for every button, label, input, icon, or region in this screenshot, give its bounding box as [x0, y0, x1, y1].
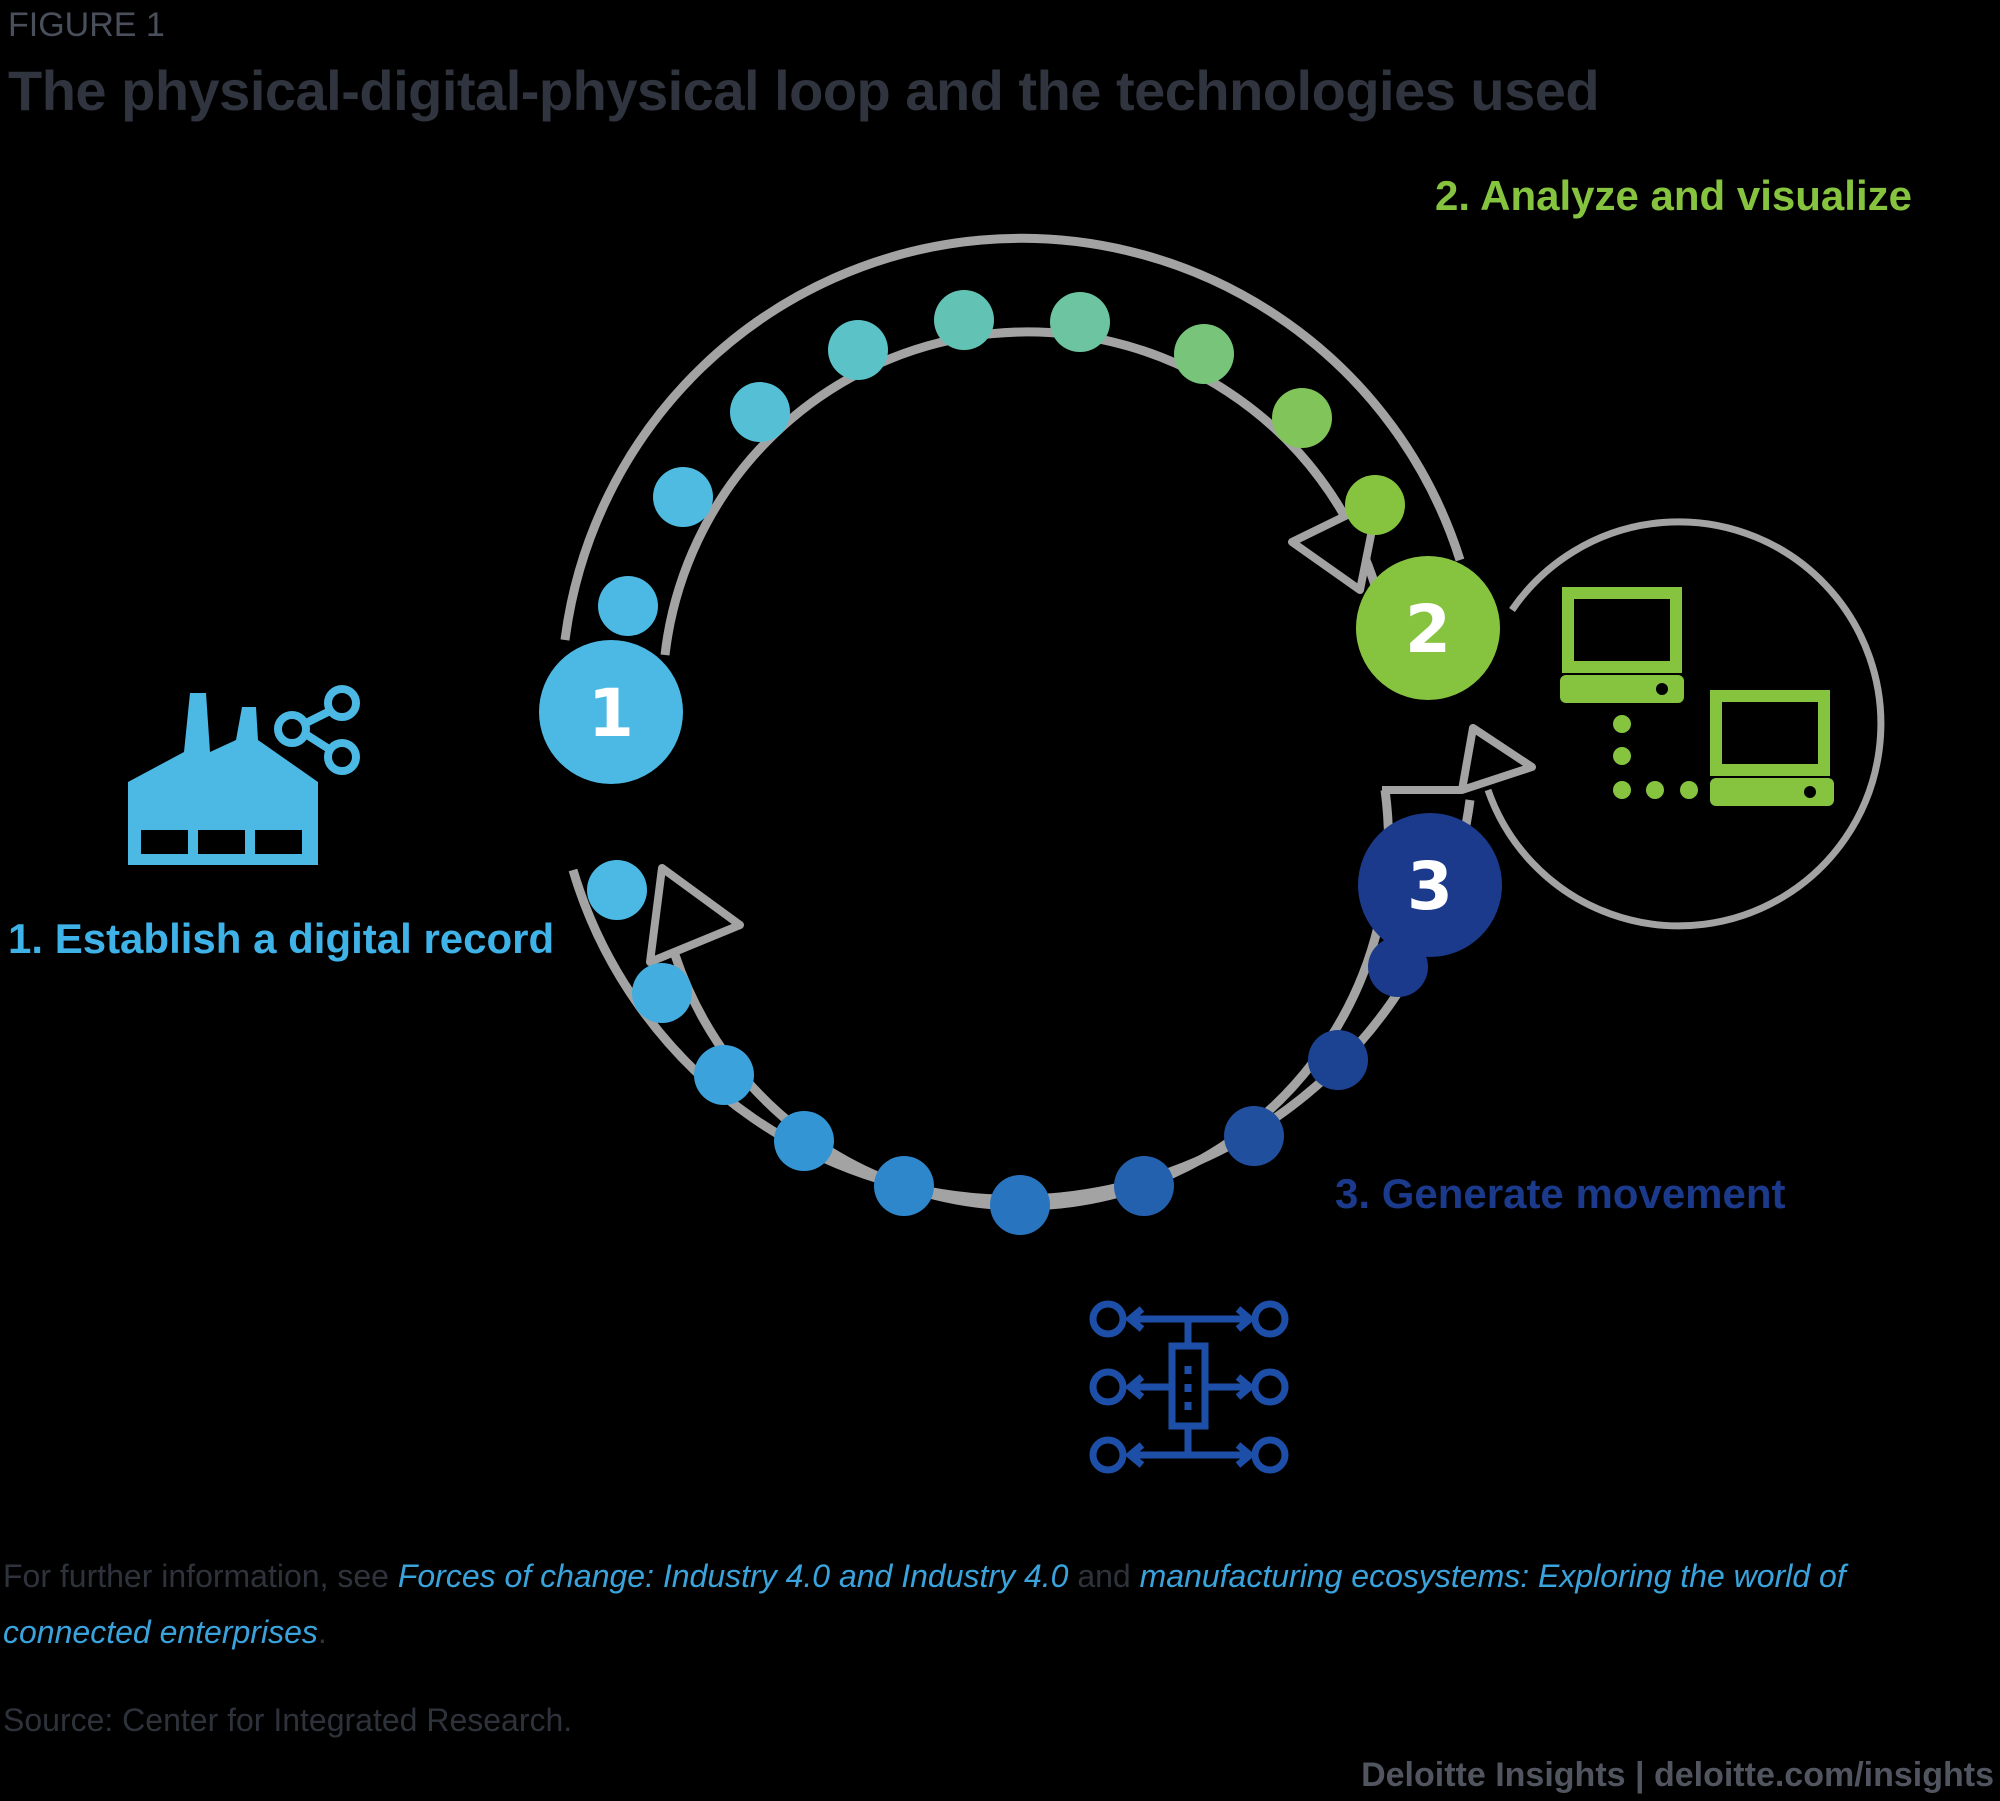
arrowhead-lower [646, 864, 744, 966]
step-number-3: 3 [1407, 848, 1453, 925]
footer-link-1[interactable]: Forces of change: Industry 4.0 and Indus… [397, 1558, 1069, 1594]
trail-dot [934, 290, 994, 350]
factory-share-icon [128, 685, 360, 865]
trail-dot [598, 576, 658, 636]
trail-dot [587, 860, 647, 920]
step-node-2: 2 [1356, 556, 1500, 700]
trail-dot [1174, 324, 1234, 384]
step-label-1: 1. Establish a digital record [8, 915, 555, 962]
step-node-3: 3 [1358, 813, 1502, 957]
upper-inner-arc [660, 327, 1380, 656]
trail-dot [694, 1045, 754, 1105]
lower-outer-arc [568, 799, 1475, 1204]
trail-dot [1114, 1156, 1174, 1216]
step-label-3: 3. Generate movement [1335, 1170, 1786, 1217]
trail-dot [1224, 1106, 1284, 1166]
trail-dot [653, 467, 713, 527]
arrow-bracket [1382, 786, 1462, 800]
trail-dot [990, 1175, 1050, 1235]
trail-dot [774, 1111, 834, 1171]
trail-dot [828, 320, 888, 380]
networked-computers-icon [1560, 587, 1834, 806]
right-loop-arc [1484, 518, 1885, 930]
step-number-2: 2 [1405, 591, 1451, 668]
step-label-2: 2. Analyze and visualize [1435, 172, 1912, 219]
footer-link-2[interactable]: manufacturing ecosystems: Exploring the … [3, 1558, 1846, 1650]
trail-dot [632, 963, 692, 1023]
trail-dot [874, 1156, 934, 1216]
step-node-1: 1 [539, 640, 683, 784]
footer-middle: and [1068, 1558, 1140, 1594]
footer-suffix: . [317, 1614, 327, 1650]
trail-dot [1345, 475, 1405, 535]
step-number-1: 1 [588, 675, 634, 752]
arrowhead-right [1458, 724, 1536, 794]
dot-trail [587, 290, 1428, 1235]
actuator-arrows-icon [1089, 1300, 1289, 1474]
trail-dot [1050, 292, 1110, 352]
trail-dot [1272, 388, 1332, 448]
figure-title: The physical-digital-physical loop and t… [8, 59, 1600, 122]
trail-dot [1308, 1030, 1368, 1090]
brand-footer: Deloitte Insights | deloitte.com/insight… [1361, 1756, 1994, 1794]
footer-note: For further information, see Forces of c… [3, 1548, 1903, 1660]
source-note: Source: Center for Integrated Research. [3, 1702, 573, 1738]
upper-outer-arc [560, 233, 1465, 641]
figure-label: FIGURE 1 [8, 6, 165, 44]
trail-dot [730, 382, 790, 442]
footer-prefix: For further information, see [3, 1558, 398, 1594]
